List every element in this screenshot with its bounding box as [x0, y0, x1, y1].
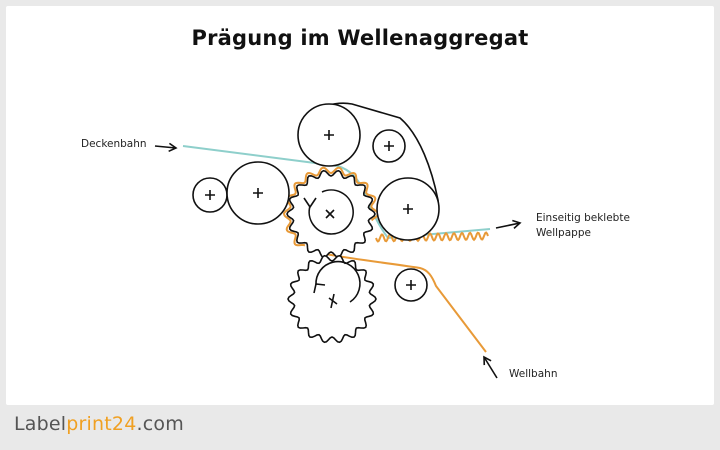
output-label-line2: Wellpappe [536, 227, 591, 239]
brand-part-com: .com [136, 413, 184, 435]
corrugating-gear-lower [287, 254, 377, 344]
deckenbahn-arrow [154, 142, 178, 153]
wellbahn-label: Wellbahn [509, 368, 558, 380]
rotation-arrow-upper [308, 189, 354, 235]
deckenbahn-label: Deckenbahn [81, 138, 147, 150]
rotation-arrow-upper-head [303, 197, 317, 209]
fluted-paper-upper [282, 166, 380, 247]
fluted-paper-output [375, 231, 489, 243]
wellbahn-line [319, 252, 487, 353]
wellbahn-arrow [483, 355, 498, 379]
brand-part-label: Label [14, 413, 67, 435]
brand-part-24: 24 [111, 413, 137, 435]
output-label-line1: Einseitig beklebte [536, 212, 630, 224]
rotation-arrow-lower [315, 260, 361, 303]
rotation-arrow-lower-head [313, 283, 326, 294]
brand-logo: Labelprint24.com [14, 413, 184, 435]
center-marks [205, 130, 416, 309]
brand-part-print: print [66, 413, 112, 435]
diagram-title: Prägung im Wellenaggregat [191, 26, 529, 50]
output-arrow [495, 219, 522, 229]
